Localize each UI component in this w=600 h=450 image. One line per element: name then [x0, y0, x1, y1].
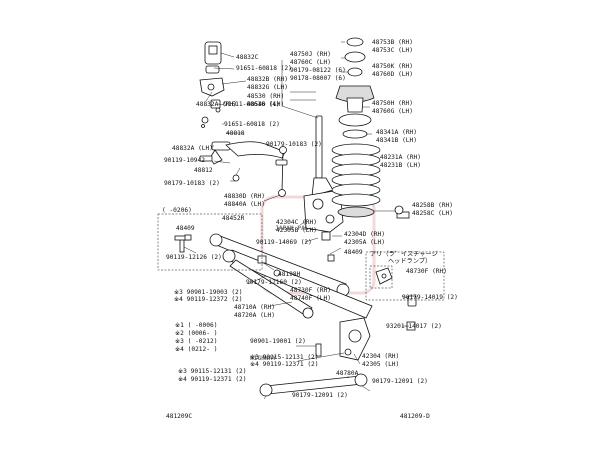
date-notes: ※1 ( -0006) ※2 (0006- ) ※3 ( -0212) ※4 (… [175, 322, 217, 353]
coil-spring [331, 143, 381, 218]
label-48780a: 48780A [336, 370, 359, 377]
label-48231b: 48231B (LH) [380, 162, 421, 169]
label-48760g: 48760G (LH) [372, 108, 413, 115]
label-90178-08007: 90178-08007 (6) [290, 75, 346, 82]
watermark-line1: JAPAN PARTS [275, 225, 316, 232]
label-93201-14017: 93201-14017 (2) [386, 323, 442, 330]
label-42304d: 42304D (RH) [344, 231, 385, 238]
stabilizer-bracket-group [199, 41, 225, 128]
note-1: ※1 ( -0006) [175, 322, 217, 329]
label-42304c: 42304C (RH) [276, 219, 317, 226]
jp-callout-line1: アリ（ラ゛イスチャージ [370, 251, 438, 258]
label-90179-12160: 90179-12160 (2) [246, 279, 302, 286]
inset-sensor-bracket [375, 267, 393, 285]
label-48750k: 48750K (RH) [372, 63, 413, 70]
label-48832b: 48832B (RH) [247, 76, 288, 83]
inset-frame-48452r [157, 213, 263, 271]
label-48409: 48409 [176, 225, 195, 232]
label-48452r: 48452R [222, 215, 245, 222]
label-90119-14069: 90119-14069 (2) [256, 239, 312, 246]
label-48750h: 48750H (RH) [372, 100, 413, 107]
label-48730f: 48730F (RH) [290, 287, 331, 294]
label-48812: 48812 [194, 167, 213, 174]
label-48740f: 48740F (LH) [290, 295, 331, 302]
label-48341b: 48341B (LH) [376, 137, 417, 144]
inset-frame-48730f [365, 251, 445, 301]
label-48540: 48540 (LH) [247, 101, 284, 108]
footer-right-code: 481209-D [400, 413, 430, 420]
label-90901-19001: 90901-19001 (2) [250, 338, 306, 345]
label-90119-12371: ※4 90119-12371 (2) [250, 361, 319, 368]
note-3: ※3 ( -0212) [175, 338, 217, 345]
label-90179-10183-b: 90179-10183 (2) [266, 141, 322, 148]
label-42304: 42304 (RH) [362, 353, 399, 360]
label-91651-60818-b: 91651-60818 (2) [224, 121, 280, 128]
footer-left-code: 481209C [166, 413, 192, 420]
label-48198h: 48198H [278, 271, 301, 278]
label-91651-60818: 91651-60818 (2) [236, 65, 292, 72]
label-90179-12091: 90179-12091 (2) [372, 378, 428, 385]
stabilizer-link [275, 146, 288, 197]
jp-callout: アリ（ラ゛イスチャージ ヘッドランプ） [370, 251, 438, 265]
label-48830d: 48830D (RH) [224, 193, 265, 200]
upper-mount-stack [335, 37, 375, 139]
label-90119-12126: 90119-12126 (2) [166, 254, 222, 261]
label-90115-12131-b: ※3 90115-12131 (2) [178, 368, 247, 375]
label-48832a-lh: 48832A (LH) [172, 145, 213, 152]
label-48231a: 48231A (RH) [380, 154, 421, 161]
label-90119-12371-b: ※4 90119-12371 (2) [178, 376, 247, 383]
label-90179-10183: 90179-10183 (2) [164, 180, 220, 187]
label-90178-08122: 90179-08122 (6) [290, 67, 346, 74]
label-48760d: 48760D (LH) [372, 71, 413, 78]
leader-lines [183, 41, 413, 400]
label-48753b: 48753B (RH) [372, 39, 413, 46]
label-48720a: 48720A (LH) [234, 312, 275, 319]
label-42305b: 42305B (LH) [276, 227, 317, 234]
stabilizer-bar [199, 141, 286, 182]
note-2: ※2 (0006- ) [175, 330, 217, 337]
label-48750j: 48750J (RH) [290, 51, 331, 58]
fasteners [174, 205, 417, 357]
label-48760c: 48760C (LH) [290, 59, 331, 66]
jp-callout-line2: ヘッドランプ） [388, 258, 431, 265]
lower-arm-no2 [222, 249, 373, 319]
label-90179-14019: 90179-14019 (2) [402, 294, 458, 301]
label-48818: 48818 [226, 130, 245, 137]
watermark-line2: HIGHWAY [250, 355, 276, 362]
label-48832g: 48832G (LH) [247, 84, 288, 91]
label-48840a: 48840A (LH) [224, 201, 265, 208]
label-90119-12372: ※4 90119-12372 (2) [174, 296, 243, 303]
label-48409-b: 48409 [344, 249, 363, 256]
label-90115-12131: ※3 90115-12131 (2) [250, 354, 319, 361]
label-42305: 42305 (LH) [362, 361, 399, 368]
label-48832c: 48832C [236, 54, 259, 61]
label-48730f-inset: 48730F (RH) [406, 268, 447, 275]
label-48753c: 48753C (LH) [372, 47, 413, 54]
trailing-arm [259, 373, 368, 397]
label-48710a: 48710A (RH) [234, 304, 275, 311]
knuckle-carrier [339, 317, 371, 361]
label-0206: ( -0206) [162, 207, 192, 214]
label-48530: 48530 (RH) [247, 93, 284, 100]
label-48341a: 48341A (RH) [376, 129, 417, 136]
part-labels: 48832C 91651-60818 (2) 48832B (RH) 48832… [162, 39, 458, 399]
label-48258b: 48258B (RH) [412, 202, 453, 209]
label-90119-10942: 90119-10942 [164, 157, 205, 164]
label-91611-60616: 91611-60616 (4) [224, 101, 280, 108]
note-4: ※4 (0212- ) [175, 346, 217, 353]
label-48832a-rh: 48832A (RH) [196, 101, 237, 108]
inset-part [369, 265, 393, 289]
label-90179-12091-b: 90179-12091 (2) [292, 392, 348, 399]
label-42305a: 42305A (LH) [344, 239, 385, 246]
label-90901-19003: ※3 90901-19003 (2) [174, 289, 243, 296]
label-48258c: 48258C (LH) [412, 210, 453, 217]
